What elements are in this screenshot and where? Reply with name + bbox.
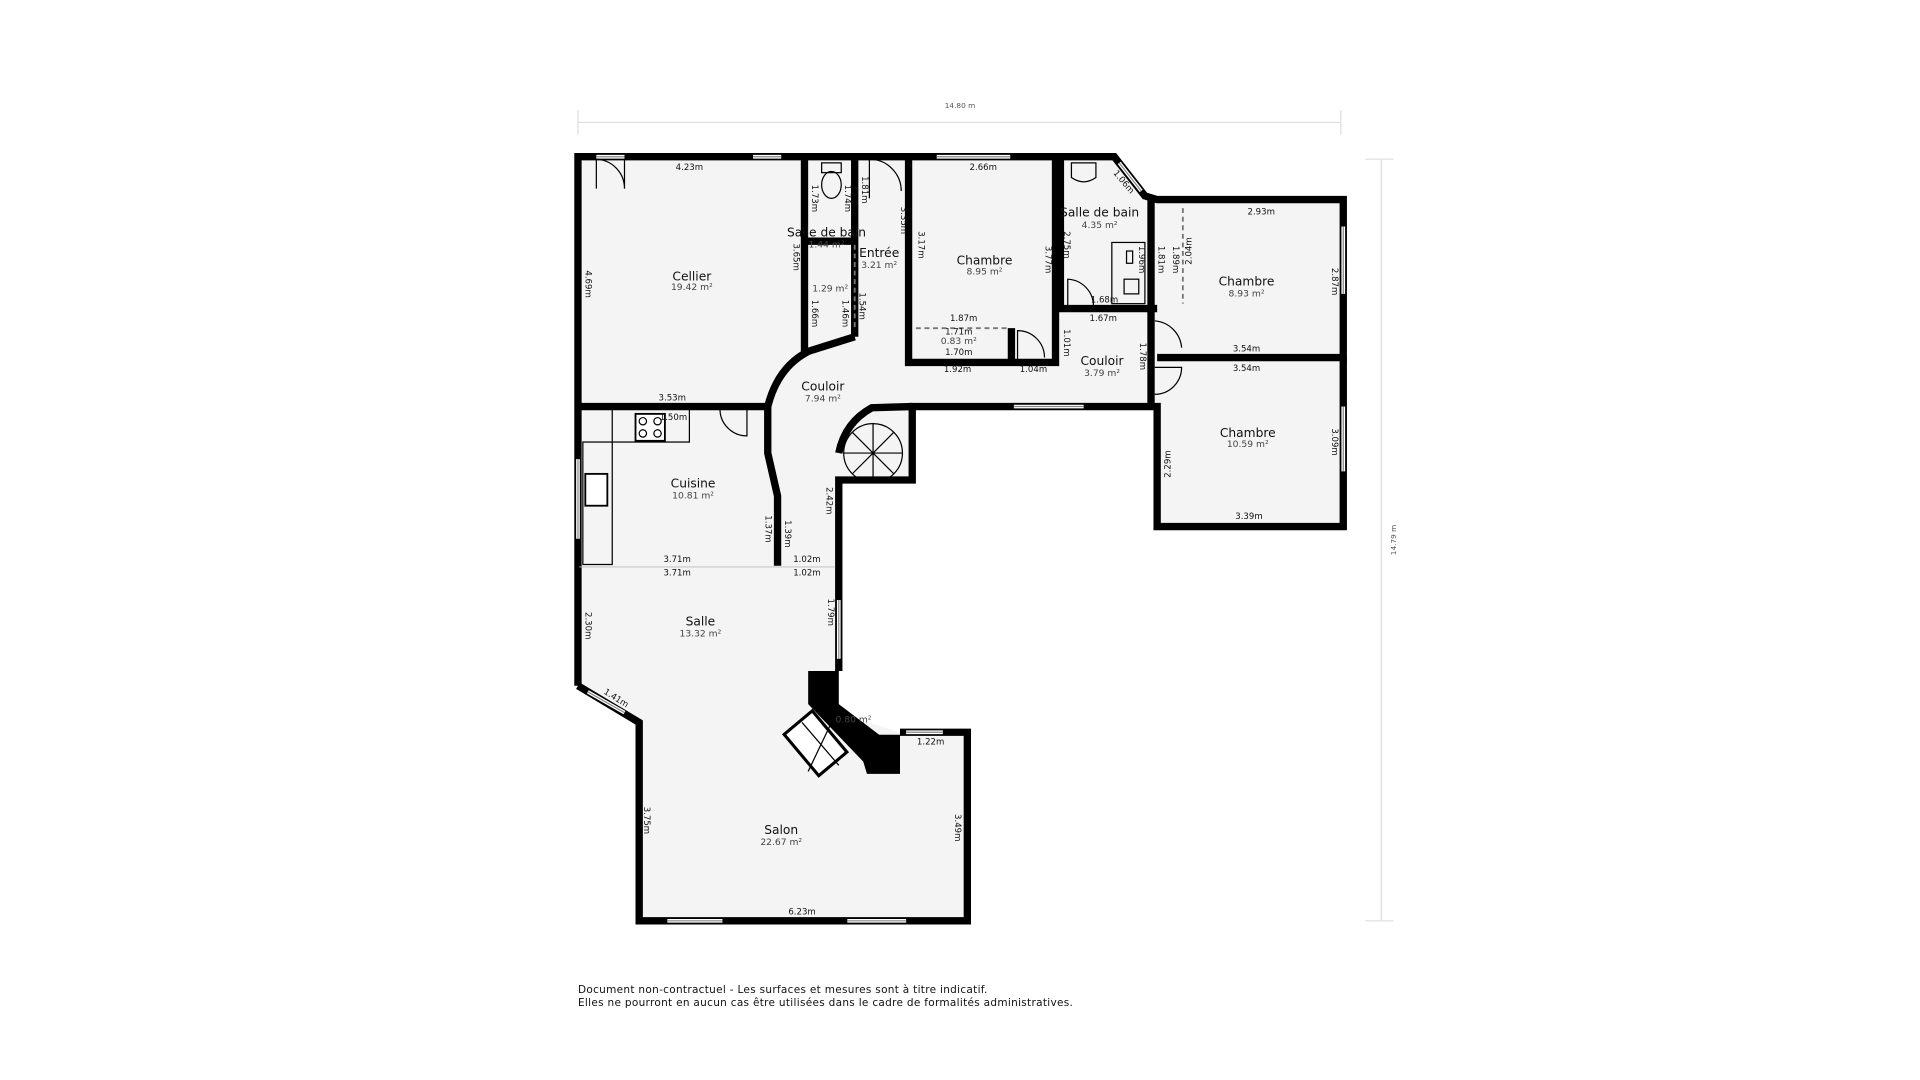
room-name: Cuisine (671, 476, 716, 490)
dimension-label: 1.22m (917, 737, 944, 747)
room-area: 4.35 m² (1082, 220, 1118, 231)
room-area: 13.32 m² (680, 629, 722, 640)
walls (574, 153, 1347, 925)
room-area: 8.95 m² (967, 266, 1003, 277)
overall-height-label: 14.79 m (1389, 525, 1398, 555)
vertical-dimensions: 4.69m 1.73m 1.74m 1.81m 3.65m 1.66m 1.46… (582, 169, 1339, 842)
doors[interactable] (595, 158, 1184, 437)
dimension-label: 1.39m (782, 520, 792, 547)
room-name: Cellier (672, 269, 712, 283)
dimension-label: 1.70m (945, 348, 972, 358)
dimension-label: 1.01m (1061, 329, 1071, 356)
room-area: 8.93 m² (1229, 288, 1265, 299)
room-area: 7.94 m² (805, 394, 841, 405)
room-name: Chambre (1220, 426, 1276, 440)
dimension-label: 1.04m (1020, 365, 1047, 375)
dimension-label: 3.54m (1233, 364, 1260, 374)
dimension-label: 2.29m (1164, 450, 1174, 477)
dimension-label: 1.74m (842, 185, 852, 212)
dimension-label: 3.09m (1329, 428, 1339, 455)
dimension-label: 1.66m (809, 300, 819, 327)
overall-width-label: 14.80 m (945, 101, 975, 110)
dimension-label: 3.17m (915, 231, 925, 258)
room-labels: Cellier 19.42 m² Salle de bain 1.44 m² E… (671, 206, 1276, 848)
dimension-label: 2.75m (1061, 231, 1071, 258)
dimension-label: 2.42m (824, 487, 834, 514)
room-area: 10.81 m² (672, 490, 714, 501)
dimension-label: 3.35m (898, 207, 908, 234)
room-area: 3.79 m² (1084, 368, 1120, 379)
fixtures (582, 162, 1146, 566)
dimension-label: 1.92m (944, 365, 971, 375)
dimension-label: 3.65m (790, 243, 800, 270)
dimension-label: 2.30m (582, 612, 592, 639)
spiral-staircase[interactable] (843, 423, 904, 484)
room-name: Salle de bain (1060, 206, 1139, 220)
closet-area: 0.83 m² (941, 336, 977, 347)
room-name: Salle (686, 615, 716, 629)
room-name: Salon (764, 823, 798, 837)
dimension-label: 6.23m (788, 908, 815, 918)
dimension-label: 4.69m (582, 270, 592, 297)
dimension-label: 3.49m (952, 814, 962, 841)
room-area: 19.42 m² (671, 282, 713, 293)
dimension-label: 1.54m (857, 292, 867, 319)
dimension-label: 1.81m (1155, 246, 1165, 273)
dimension-label: 3.71m (663, 569, 690, 579)
chimney (808, 671, 900, 774)
dimension-label: 1.89m (1170, 246, 1180, 273)
dimension-label: 2.04m (1184, 237, 1194, 264)
dimension-label: 1.68m (1091, 295, 1118, 305)
dimension-label: 1.87m (950, 314, 977, 324)
dimension-label: 3.75m (641, 807, 651, 834)
overall-width-guide: 14.80 m (577, 101, 1342, 135)
room-area: 3.21 m² (861, 260, 897, 271)
chimney-area: 0.80 m² (835, 714, 871, 725)
dimension-label: 2.93m (1248, 207, 1275, 217)
room-name: Couloir (801, 380, 845, 394)
room-area: 22.67 m² (760, 837, 802, 848)
dimension-label: 2.66m (970, 163, 997, 173)
dimension-label: 1.02m (793, 555, 820, 565)
closet-area: 1.29 m² (812, 283, 848, 294)
dimension-label: 1.81m (859, 176, 869, 203)
dimension-label: 1.37m (762, 515, 772, 542)
dimension-label: 1.79m (825, 599, 835, 626)
dimension-label: 1.78m (1137, 343, 1147, 370)
disclaimer-line-2: Elles ne pourront en aucun cas être util… (578, 996, 1074, 1009)
room-name: Chambre (1219, 274, 1275, 288)
dimension-label: 4.23m (676, 163, 703, 173)
overall-height-guide: 14.79 m (1365, 158, 1398, 922)
dimension-label: 1.67m (1090, 314, 1117, 324)
windows[interactable] (576, 154, 1346, 923)
room-name: Chambre (957, 253, 1013, 267)
dimension-label: 1.50m (660, 413, 687, 423)
room-area: 10.59 m² (1227, 439, 1269, 450)
dimension-label: 1.02m (793, 569, 820, 579)
dimension-label: 3.53m (659, 393, 686, 403)
room-name: Salle de bain (787, 225, 866, 239)
dimension-label: 1.73m (809, 185, 819, 212)
dimension-label: 3.39m (1235, 512, 1262, 522)
horizontal-dimensions: 4.23m 2.66m 2.93m 3.53m 1.50m 1.87m 1.71… (579, 163, 1275, 918)
sink-icon (584, 472, 609, 507)
disclaimer-line-1: Document non-contractuel - Les surfaces … (578, 984, 988, 996)
dimension-label: 1.71m (945, 327, 972, 337)
room-name: Entrée (859, 246, 899, 260)
dimension-label: 1.96m (1136, 246, 1146, 273)
dimension-label: 3.71m (663, 555, 690, 565)
disclaimer: Document non-contractuel - Les surfaces … (578, 984, 1073, 1009)
room-area: 1.44 m² (809, 239, 845, 250)
dimension-label: 1.46m (839, 300, 849, 327)
dimension-label: 2.87m (1329, 268, 1339, 295)
dimension-label: 3.54m (1233, 344, 1260, 354)
dimension-label: 3.77m (1043, 246, 1053, 273)
room-name: Couloir (1080, 354, 1124, 368)
